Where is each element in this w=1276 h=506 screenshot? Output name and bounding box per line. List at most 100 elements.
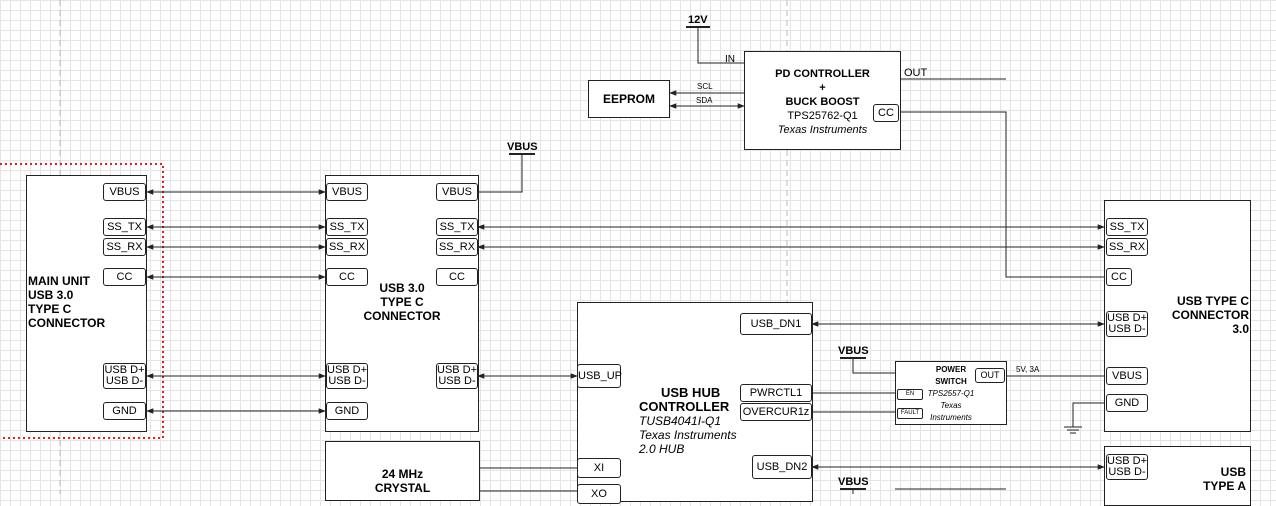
hub-pin-overcur1z[interactable]: OVERCUR1z bbox=[740, 403, 812, 421]
wire-vbus-up bbox=[478, 154, 523, 193]
typec30-title-line: 3.0 bbox=[1232, 322, 1249, 336]
hub-pin-usb-up[interactable]: USB_UP bbox=[577, 364, 622, 388]
usb-typea-title: USB TYPE A bbox=[1150, 465, 1246, 493]
usb30-right-pin-ss-rx[interactable]: SS_RX bbox=[436, 238, 478, 256]
hub-pin-usb-dn1[interactable]: USB_DN1 bbox=[740, 313, 812, 335]
pd-out-label: OUT bbox=[904, 67, 928, 79]
hub-pin-xi[interactable]: XI bbox=[577, 458, 621, 478]
eeprom bbox=[588, 80, 670, 118]
usb30-right-pin-usb-d[interactable]: USB D+ USB D- bbox=[436, 363, 478, 389]
usb30-right-pin-ss-tx[interactable]: SS_TX bbox=[436, 218, 478, 236]
pin-line: USB D- bbox=[438, 375, 476, 387]
main-unit-title: MAIN UNIT USB 3.0 TYPE C CONNECTOR bbox=[28, 274, 105, 330]
hub-pin-xo[interactable]: XO bbox=[577, 484, 621, 504]
eeprom-title: EEPROM bbox=[602, 92, 655, 106]
usb30-left-pin-vbus[interactable]: VBUS bbox=[326, 183, 368, 201]
typec30-pin-gnd[interactable]: GND bbox=[1106, 394, 1148, 412]
usb30-title-line: USB 3.0 bbox=[379, 281, 425, 295]
hub-vendor: Texas Instruments bbox=[639, 428, 737, 442]
main-pin-ss-tx[interactable]: SS_TX bbox=[103, 218, 146, 236]
typec30-pin-ss-rx[interactable]: SS_RX bbox=[1106, 238, 1148, 256]
hub-note: 2.0 HUB bbox=[639, 442, 685, 456]
usb30-typec-connector bbox=[325, 175, 479, 432]
switch-vendor: Instruments bbox=[930, 413, 972, 422]
usb30-title-line: CONNECTOR bbox=[363, 309, 441, 323]
switch-title-line: POWER bbox=[935, 365, 967, 374]
pd-vendor: Texas Instruments bbox=[777, 124, 868, 136]
switch-rating-label: 5V, 3A bbox=[1016, 365, 1040, 374]
usb30-left-pin-gnd[interactable]: GND bbox=[326, 402, 368, 420]
pd-in-label: IN bbox=[725, 54, 735, 65]
wire-switch-vbus bbox=[852, 358, 895, 374]
switch-title-line: SWITCH bbox=[935, 377, 967, 386]
crystal-title: 24 MHz CRYSTAL bbox=[325, 467, 480, 495]
usb30-right-pin-vbus[interactable]: VBUS bbox=[436, 183, 478, 201]
pd-controller bbox=[744, 51, 901, 150]
switch-part: TPS2557-Q1 bbox=[927, 389, 975, 398]
usb30-typec-title: USB 3.0 TYPE C CONNECTOR bbox=[325, 281, 479, 323]
main-pin-ss-rx[interactable]: SS_RX bbox=[103, 238, 146, 256]
hub-pin-pwrctl1[interactable]: PWRCTL1 bbox=[740, 384, 812, 402]
typea-title-line: USB bbox=[1220, 465, 1246, 479]
switch-pin-en[interactable]: EN bbox=[897, 389, 923, 400]
pd-pin-cc[interactable]: CC bbox=[873, 104, 899, 122]
usb30-left-pin-ss-tx[interactable]: SS_TX bbox=[326, 218, 368, 236]
vbus-label-lower: VBUS bbox=[838, 476, 869, 488]
wire-12v bbox=[697, 27, 744, 64]
typea-title-line: TYPE A bbox=[1203, 479, 1246, 493]
sda-label: SDA bbox=[696, 96, 713, 105]
usb30-left-pin-usb-d[interactable]: USB D+ USB D- bbox=[326, 363, 368, 389]
hub-pin-usb-dn2[interactable]: USB_DN2 bbox=[752, 455, 812, 479]
crystal-title-line: 24 MHz bbox=[381, 467, 424, 481]
hub-title-line: USB HUB bbox=[661, 385, 721, 400]
pin-line: USB D+ bbox=[437, 364, 478, 376]
12v-label: 12V bbox=[688, 14, 708, 26]
main-pin-usb-d[interactable]: USB D+ USB D- bbox=[103, 363, 146, 389]
main-unit-title-line: TYPE C bbox=[28, 302, 72, 316]
pin-line: USB D- bbox=[105, 375, 144, 387]
pin-line: USB D+ bbox=[1107, 455, 1148, 467]
typec30-pin-usb-d[interactable]: USB D+ USB D- bbox=[1106, 311, 1148, 337]
main-pin-gnd[interactable]: GND bbox=[103, 402, 146, 420]
typec30-pin-ss-tx[interactable]: SS_TX bbox=[1106, 218, 1148, 236]
crystal-title-line: CRYSTAL bbox=[374, 481, 431, 495]
usb-typec-30-title: USB TYPE C CONNECTOR 3.0 bbox=[1150, 294, 1249, 336]
hub-title: USB HUB CONTROLLER TUSB4041I-Q1 Texas In… bbox=[639, 385, 737, 457]
pd-title-line: PD CONTROLLER bbox=[775, 68, 870, 80]
main-pin-vbus[interactable]: VBUS bbox=[103, 183, 146, 201]
usb30-left-pin-cc[interactable]: CC bbox=[326, 268, 368, 286]
selection-border bbox=[0, 163, 164, 439]
typec30-title-line: CONNECTOR bbox=[1171, 308, 1249, 322]
switch-pin-fault[interactable]: FAULT bbox=[897, 408, 923, 419]
main-pin-cc[interactable]: CC bbox=[103, 268, 146, 286]
main-unit-title-line: CONNECTOR bbox=[28, 316, 106, 330]
main-unit-title-line: MAIN UNIT bbox=[28, 274, 90, 288]
wire-gnd-right bbox=[1072, 402, 1104, 427]
main-unit-connector bbox=[26, 175, 147, 432]
pd-controller-title: PD CONTROLLER + BUCK BOOST TPS25762-Q1 T… bbox=[744, 67, 901, 137]
pin-line: USB D+ bbox=[1107, 312, 1148, 324]
typec30-pin-vbus[interactable]: VBUS bbox=[1106, 367, 1148, 385]
typec30-title-line: USB TYPE C bbox=[1176, 294, 1249, 308]
main-unit-title-line: USB 3.0 bbox=[28, 288, 74, 302]
pin-line: USB D- bbox=[1108, 323, 1146, 335]
usb30-title-line: TYPE C bbox=[380, 295, 424, 309]
typea-pin-usb-d[interactable]: USB D+ USB D- bbox=[1106, 454, 1148, 480]
typec30-pin-cc[interactable]: CC bbox=[1106, 268, 1132, 286]
vbus-label-switch: VBUS bbox=[838, 345, 869, 357]
switch-vendor: Texas bbox=[940, 401, 962, 410]
power-switch-title: POWER SWITCH TPS2557-Q1 Texas Instrument… bbox=[912, 364, 990, 424]
pin-line: USB D+ bbox=[327, 364, 368, 376]
hub-part: TUSB4041I-Q1 bbox=[639, 414, 722, 428]
vbus-label: VBUS bbox=[507, 141, 538, 153]
pin-line: USB D- bbox=[1108, 466, 1146, 478]
wire-pd-cc bbox=[898, 111, 1104, 278]
usb30-right-pin-cc[interactable]: CC bbox=[436, 268, 478, 286]
usb30-left-pin-ss-rx[interactable]: SS_RX bbox=[326, 238, 368, 256]
pin-line: USB D+ bbox=[104, 364, 145, 376]
pd-part: TPS25762-Q1 bbox=[787, 110, 858, 122]
pd-title-line: + bbox=[819, 82, 826, 94]
pin-line: USB D- bbox=[328, 375, 366, 387]
switch-pin-out[interactable]: OUT bbox=[975, 368, 1005, 383]
